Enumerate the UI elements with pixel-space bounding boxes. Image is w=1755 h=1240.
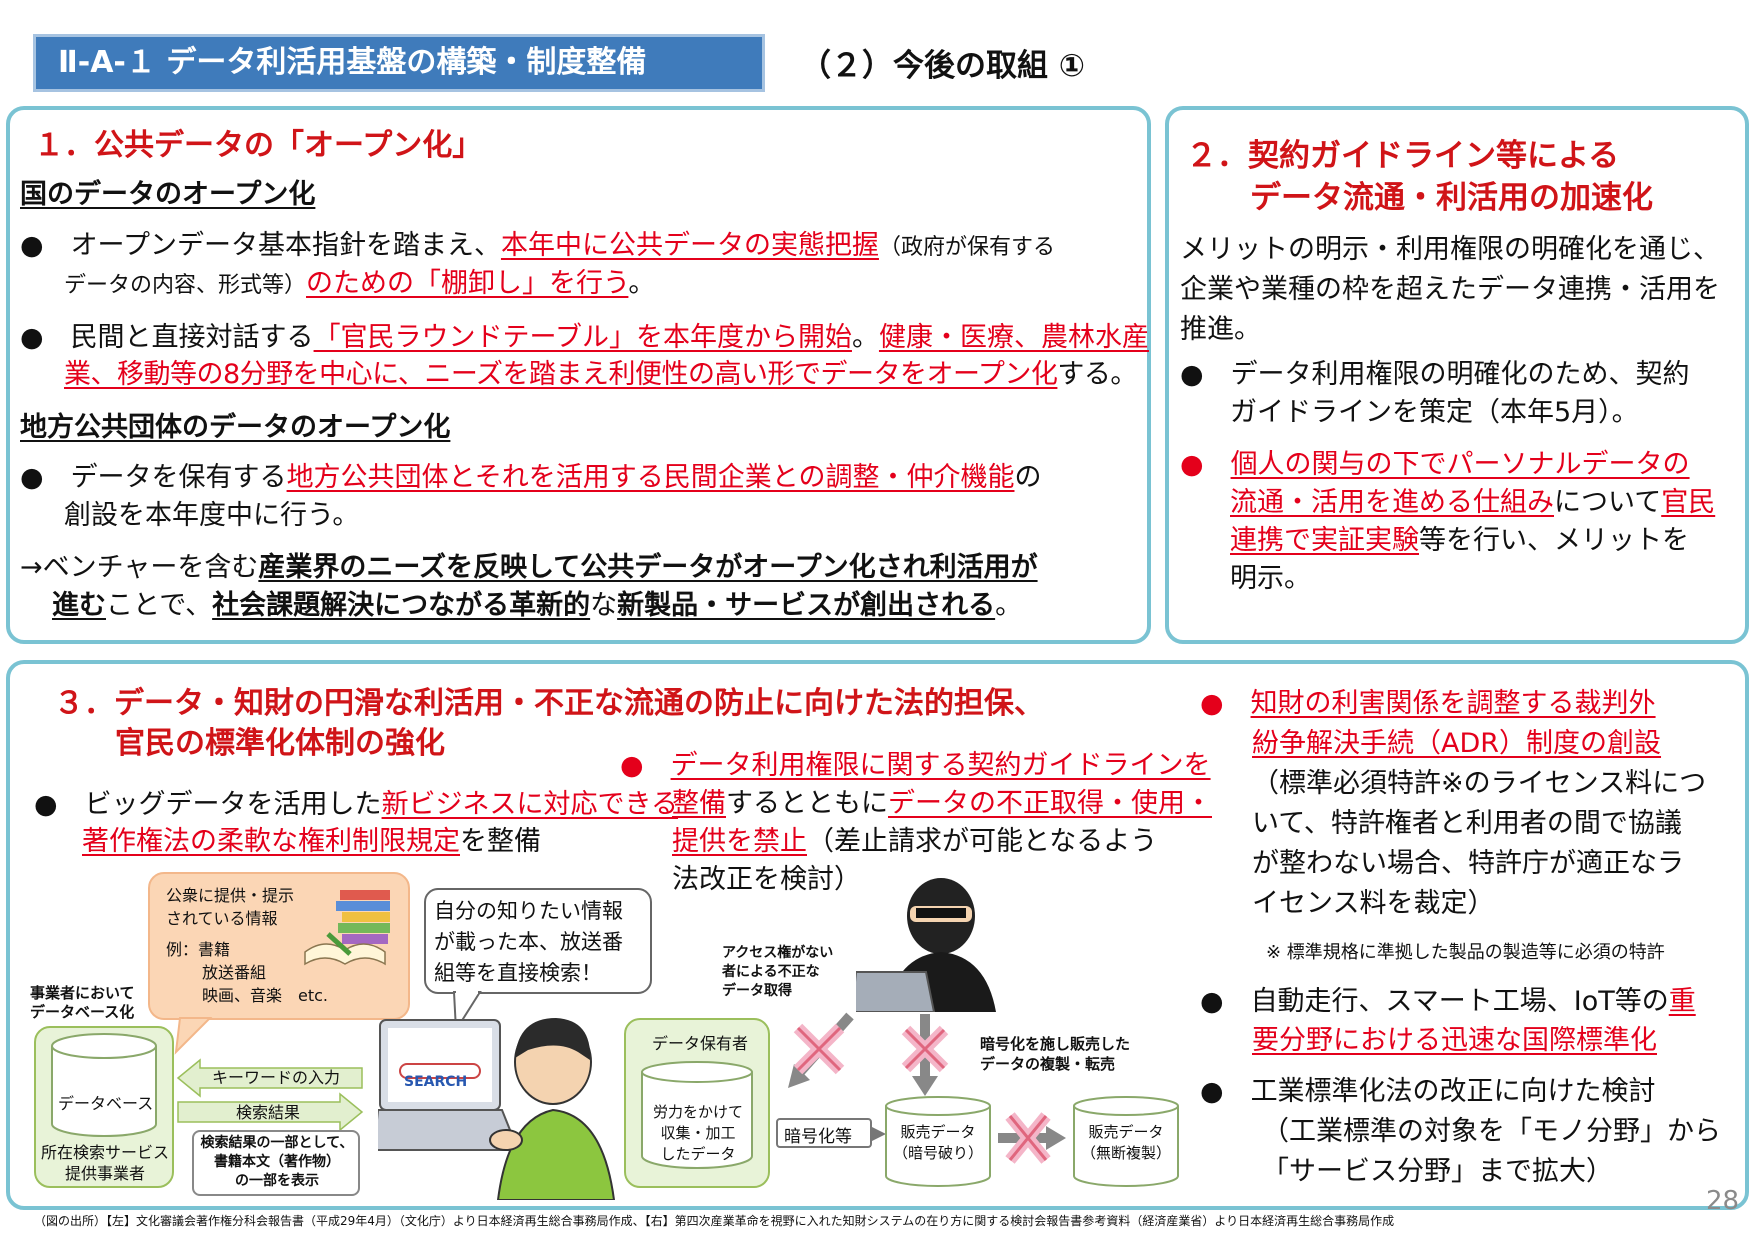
box3-left-bullet-line2: 著作権法の柔軟な権利制限規定を整備	[82, 826, 541, 857]
box3-mid-bullet-line2: 整備するとともにデータの不正取得・使用・	[672, 788, 1212, 819]
box3-right-bullet-3: ● 工業標準化法の改正に向けた検討	[1200, 1076, 1656, 1107]
box3-right-note: ※ 標準規格に準拠した製品の製造等に必須の特許	[1266, 942, 1665, 963]
search-word: SEARCH	[404, 1074, 468, 1090]
laptop-user-illustration	[378, 1018, 616, 1200]
box3-mid-bullet: ● データ利用権限に関する契約ガイドラインを	[620, 750, 1211, 781]
encrypt-box	[776, 1118, 872, 1148]
keyword-arrow-label: キーワードの入力	[212, 1068, 341, 1087]
box-contract-guideline	[1165, 106, 1749, 644]
box2-bullet-2: ● 個人の関与の下でパーソナルデータの	[1180, 449, 1690, 480]
result-arrow	[177, 1092, 364, 1132]
encrypt-arrow	[870, 1126, 886, 1142]
holder-data-text: 労力をかけて収集・加工したデータ	[652, 1103, 743, 1163]
database-label: 事業者においてデータベース化	[30, 984, 135, 1021]
keyword-arrow	[176, 1058, 363, 1098]
search-bubble	[424, 888, 652, 994]
box2-intro: メリットの明示・利用権限の明確化を通じ、企業や業種の枠を超えたデータ連携・活用を…	[1180, 234, 1720, 345]
public-info-text: 公衆に提供・提示されている情報 例：書籍 放送番組 映画、音楽 etc.	[166, 886, 329, 1005]
sale-data-cracked-text: 販売データ（暗号破り）	[892, 1123, 983, 1162]
unauthorized-access-label: アクセス権がない者による不正なデータ取得	[722, 945, 834, 999]
bullet-dot: ●	[620, 750, 671, 781]
box2-bullet-1: ● データ利用権限の明確化のため、契約	[1180, 359, 1690, 390]
box3-right-bullet-2: ● 自動走行、スマート工場、IoT等の重	[1200, 986, 1696, 1017]
result-arrow-label: 検索結果	[236, 1103, 301, 1122]
box3-mid-bullet-line4: 法改正を検討）	[672, 864, 861, 895]
box1-subheading-local: 地方公共団体のデータのオープン化	[20, 412, 451, 443]
cross-mark-illegal-access	[788, 1012, 854, 1088]
bullet-dot: ●	[1180, 449, 1231, 480]
bullet-dot: ●	[20, 322, 71, 353]
page-title: （２）今後の取組 ①	[800, 48, 1086, 84]
database-icon	[51, 1033, 157, 1137]
database-name: データベース	[58, 1094, 154, 1113]
box1-bullet-1-line2: データの内容、形式等）のための「棚卸し」を行う。	[64, 268, 656, 299]
box1-bullet-2: ● 民間と直接対話する「官民ラウンドテーブル」を本年度から開始。健康・医療、農林…	[20, 322, 1149, 353]
bullet-dot: ●	[1200, 1076, 1251, 1107]
box1-bullet-1: ● オープンデータ基本指針を踏まえ、本年中に公共データの実態把握（政府が保有する	[20, 230, 1055, 261]
box1-conclusion: →ベンチャーを含む産業界のニーズを反映して公共データがオープン化され利活用が	[20, 552, 1038, 583]
sale-data-cracked-cylinder	[885, 1096, 991, 1187]
box1-bullet-3: ● データを保有する地方公共団体とそれを活用する民間企業との調整・仲介機能の	[20, 462, 1042, 493]
sale-data-copied-cylinder	[1073, 1096, 1179, 1187]
box3-heading-line2: 官民の標準化体制の強化	[115, 726, 445, 761]
box3-right-bullet-1-line2: 紛争解決手続（ADR）制度の創設	[1252, 728, 1662, 759]
section-tag: Ⅱ-A-１ データ利活用基盤の構築・制度整備	[33, 34, 765, 92]
box2-bullet-2-line3: 連携で実証実験等を行い、メリットを	[1230, 525, 1689, 556]
box3-right-bullet-2-line2: 要分野における迅速な国際標準化	[1252, 1025, 1657, 1056]
footer-source: （図の出所）【左】文化審議会著作権分科会報告書（平成29年4月）（文化庁）より日…	[34, 1214, 1395, 1228]
bullet-dot: ●	[20, 230, 71, 261]
box2-bullet-2-line2: 流通・活用を進める仕組みについて官民	[1230, 487, 1716, 518]
search-bubble-text: 自分の知りたい情報が載った本、放送番組等を直接検索！	[434, 899, 623, 985]
box2-bullet-1-line2: ガイドラインを策定（本年5月）。	[1230, 397, 1639, 428]
box3-mid-bullet-line3: 提供を禁止（差止請求が可能となるよう	[672, 826, 1158, 857]
box1-subheading-national: 国のデータのオープン化	[20, 179, 316, 210]
crack-label: 暗号化を施し販売したデータの複製・転売	[980, 1035, 1131, 1073]
bullet-dot: ●	[1200, 688, 1251, 719]
cross-mark-copy	[998, 1112, 1066, 1164]
sale-data-copied-text: 販売データ（無断複製）	[1080, 1123, 1171, 1162]
box1-bullet-3-line2: 創設を本年度中に行う。	[64, 500, 360, 531]
box-open-data	[6, 106, 1151, 644]
page-number: 28	[1706, 1186, 1740, 1216]
data-holder-label: データ保有者	[652, 1034, 749, 1053]
box1-bullet-2-line2: 業、移動等の8分野を中心に、ニーズを踏まえ利便性の高い形でデータをオープン化する…	[64, 359, 1137, 390]
box1-heading: １．公共データの「オープン化」	[34, 128, 483, 163]
bullet-dot: ●	[34, 789, 85, 820]
result-note-text: 検索結果の一部として、書籍本文（著作物）の一部を表示	[200, 1135, 354, 1189]
bubble-tail	[174, 1017, 213, 1055]
books-icon	[304, 890, 390, 966]
bullet-dot: ●	[20, 462, 71, 493]
box3-right-bullet-1: ● 知財の利害関係を調整する裁判外	[1200, 688, 1656, 719]
bullet-dot: ●	[1180, 359, 1231, 390]
box2-heading-line2: データ流通・利活用の加速化	[1250, 180, 1653, 216]
box3-left-bullet: ● ビッグデータを活用した新ビジネスに対応できる	[34, 789, 679, 820]
box2-heading-line1: ２．契約ガイドライン等による	[1186, 138, 1620, 174]
box3-heading-line1: ３．データ・知財の円滑な利活用・不正な流通の防止に向けた法的担保、	[54, 686, 1044, 721]
thief-illustration	[856, 878, 996, 1012]
bullet-dot: ●	[1200, 986, 1251, 1017]
box3-right-bullet-3-line2: （工業標準の対象を「モノ分野」から「サービス分野」まで拡大）	[1262, 1116, 1721, 1187]
box2-bullet-2-line4: 明示。	[1230, 563, 1311, 594]
provider-label: 所在検索サービス提供事業者	[40, 1143, 169, 1183]
encrypt-label: 暗号化等	[784, 1127, 852, 1147]
box3-right-bullet-1-detail: （標準必須特許※のライセンス料について、特許権者と利用者の間で協議が整わない場合…	[1252, 768, 1707, 919]
box1-conclusion-line2: 進むことで、社会課題解決につながる革新的な新製品・サービスが創出される。	[52, 590, 1023, 621]
holder-data-cylinder	[641, 1061, 753, 1169]
cross-mark-decrypt	[901, 1014, 949, 1096]
result-note-box	[192, 1130, 360, 1196]
